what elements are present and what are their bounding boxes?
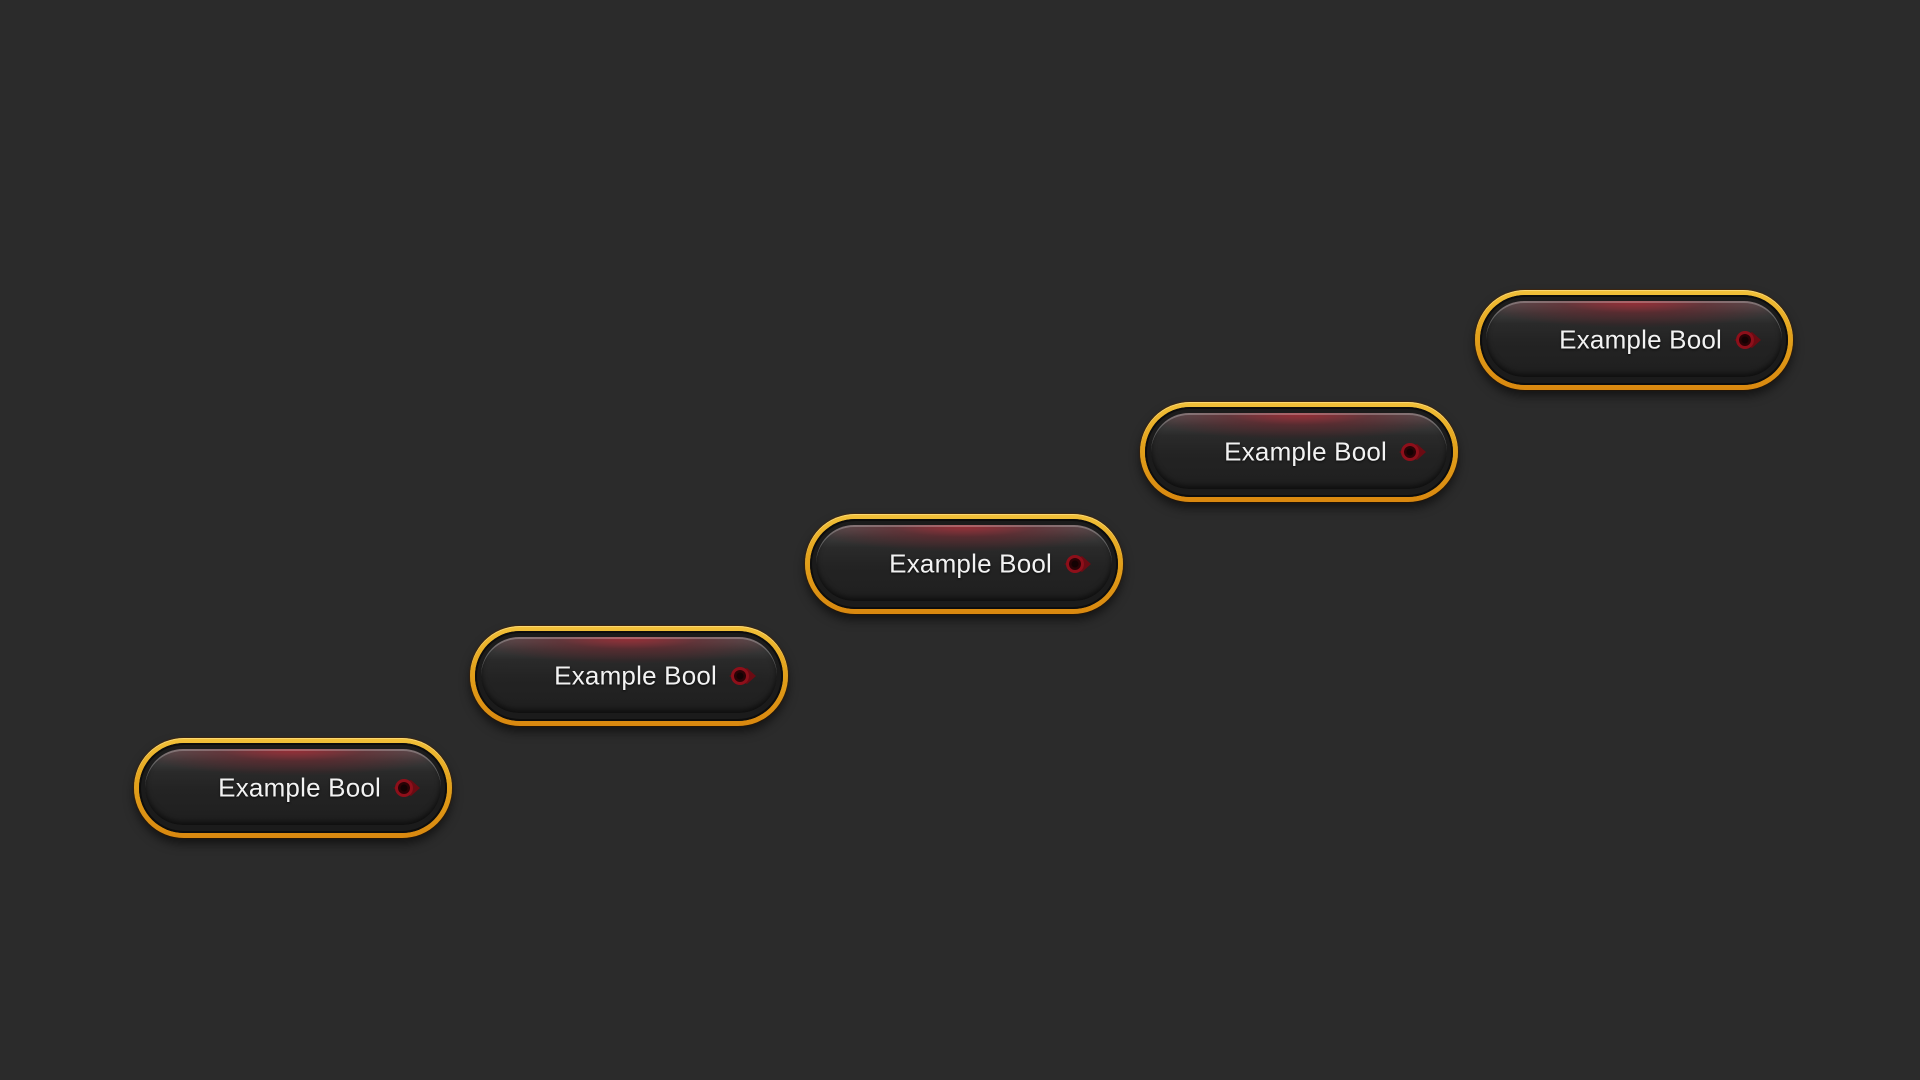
node-label: Example Bool bbox=[889, 548, 1052, 579]
node-body: Example Bool bbox=[139, 743, 447, 833]
variable-node[interactable]: Example Bool bbox=[1140, 402, 1458, 502]
variable-node[interactable]: Example Bool bbox=[470, 626, 788, 726]
node-face bbox=[1486, 301, 1782, 377]
node-body: Example Bool bbox=[1145, 407, 1453, 497]
node-face bbox=[1151, 413, 1447, 489]
node-face bbox=[816, 525, 1112, 601]
bool-output-pin-icon[interactable] bbox=[391, 777, 421, 799]
node-face bbox=[145, 749, 441, 825]
node-body: Example Bool bbox=[810, 519, 1118, 609]
bool-output-pin-icon[interactable] bbox=[1397, 441, 1427, 463]
node-label: Example Bool bbox=[218, 772, 381, 803]
bool-output-pin-icon[interactable] bbox=[727, 665, 757, 687]
node-label: Example Bool bbox=[554, 660, 717, 691]
variable-node[interactable]: Example Bool bbox=[1475, 290, 1793, 390]
node-body: Example Bool bbox=[475, 631, 783, 721]
node-body: Example Bool bbox=[1480, 295, 1788, 385]
node-label: Example Bool bbox=[1224, 436, 1387, 467]
variable-node[interactable]: Example Bool bbox=[805, 514, 1123, 614]
node-label: Example Bool bbox=[1559, 324, 1722, 355]
bool-output-pin-icon[interactable] bbox=[1062, 553, 1092, 575]
bool-output-pin-icon[interactable] bbox=[1732, 329, 1762, 351]
node-face bbox=[481, 637, 777, 713]
variable-node[interactable]: Example Bool bbox=[134, 738, 452, 838]
